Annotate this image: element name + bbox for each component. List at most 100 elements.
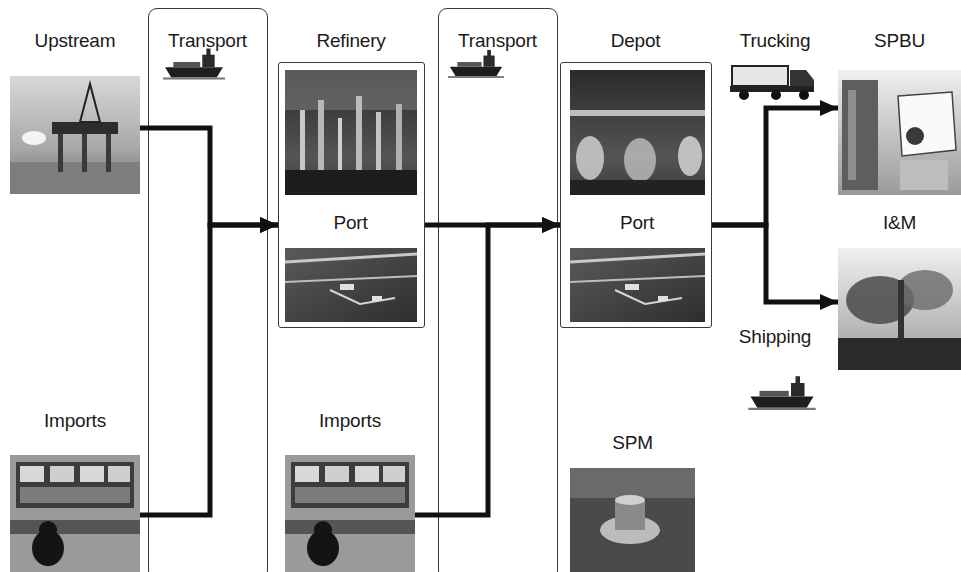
rig-flare [22,131,46,145]
monitor-wall [16,462,134,508]
monitor [108,466,130,482]
depot-ground [570,180,705,195]
spbu-building [842,80,878,190]
operator-head [314,521,332,539]
spbu-photo [838,70,961,195]
spbu-pillar [848,90,856,180]
rig-leg [58,134,63,172]
monitor-row [295,487,405,503]
truck-wheel [771,90,781,100]
depot-lights [570,110,705,116]
spbu-pump [900,160,948,190]
depot-tank-glow [678,136,702,176]
refinery-tower [376,112,381,170]
operator-head [39,521,57,539]
smoke-cloud [897,270,953,310]
rig-leg [82,134,87,172]
transport-mode-label: Shipping [726,326,824,348]
monitor [325,466,349,482]
refinery-tower [300,110,305,170]
monitor [383,466,405,482]
refinery-photo [285,70,417,195]
sea [10,162,140,194]
truck-wheel [799,90,809,100]
desk [285,520,415,534]
ship-icon [748,376,816,410]
node-heading: I&M [808,212,961,234]
port-jetty [570,254,705,262]
control-room-photo [10,455,140,572]
monitor [295,466,319,482]
port-jetty [285,254,417,262]
refinery-tower [356,96,362,170]
refinery-ground [285,170,417,195]
port-boat [372,296,382,301]
port-jetty [285,276,417,282]
outlet-photo: SPBU [838,70,961,195]
flow-arrow [712,225,838,302]
ship-icon [163,49,225,80]
facility-box: RefineryPort [278,62,425,328]
monitor [20,466,44,482]
port-jetty [570,276,705,282]
node-heading: Transport [118,30,298,52]
ship-icon [448,50,504,78]
flow-arrow [415,225,560,515]
rig-leg [106,134,111,172]
spbu-logo [906,127,924,145]
flow-arrow [140,225,278,515]
monitor-row [20,487,130,503]
refinery-tower [338,118,342,170]
desk [10,520,140,534]
node-heading: SPM [540,432,725,454]
node-heading: Refinery [248,30,455,52]
depot-photo [570,70,705,195]
node-heading: Transport [408,30,588,52]
port-boat [658,296,668,301]
spbu-sign [898,92,956,156]
rig-deck [52,122,118,134]
truck-wheel [739,90,749,100]
flow-arrow [140,128,278,225]
refinery-tower [318,100,324,170]
node-heading: SPBU [808,30,961,52]
facility-photo: SPM [570,468,695,572]
flow-arrow [712,108,838,225]
transport-band: Transport [438,8,558,572]
port-photo [285,248,417,322]
truck-tank [732,66,788,86]
node-heading: Upstream [0,30,170,52]
port-boat [625,284,639,290]
source-photo: Upstream [10,76,140,194]
monitor [80,466,104,482]
industry-buildings [838,338,961,370]
source-photo: Imports [10,455,140,572]
facility-box: DepotPort [560,62,712,328]
port-photo [570,248,705,322]
monitor [355,466,379,482]
refinery-tower [396,104,402,170]
node-heading: Port [255,212,447,234]
port-boat [340,284,354,290]
node-heading: Depot [530,30,742,52]
outlet-photo: I&M [838,248,961,370]
flow-arrow [425,223,560,228]
monitor [50,466,74,482]
rig-photo [10,76,140,194]
depot-tank-glow [576,136,604,180]
industry-photo [838,248,961,370]
port-jetty [615,290,682,304]
depot-tank-glow [624,138,656,182]
node-heading: Port [540,212,735,234]
rig-derrick [80,84,100,122]
spm-sea-far [570,468,695,498]
spm-buoy-cap [615,495,645,505]
transport-band: Transport [148,8,268,572]
node-heading: Imports [0,410,170,432]
source-photo: Imports [285,455,415,572]
spm-photo [570,468,695,572]
port-photo-box: Port [570,248,705,322]
